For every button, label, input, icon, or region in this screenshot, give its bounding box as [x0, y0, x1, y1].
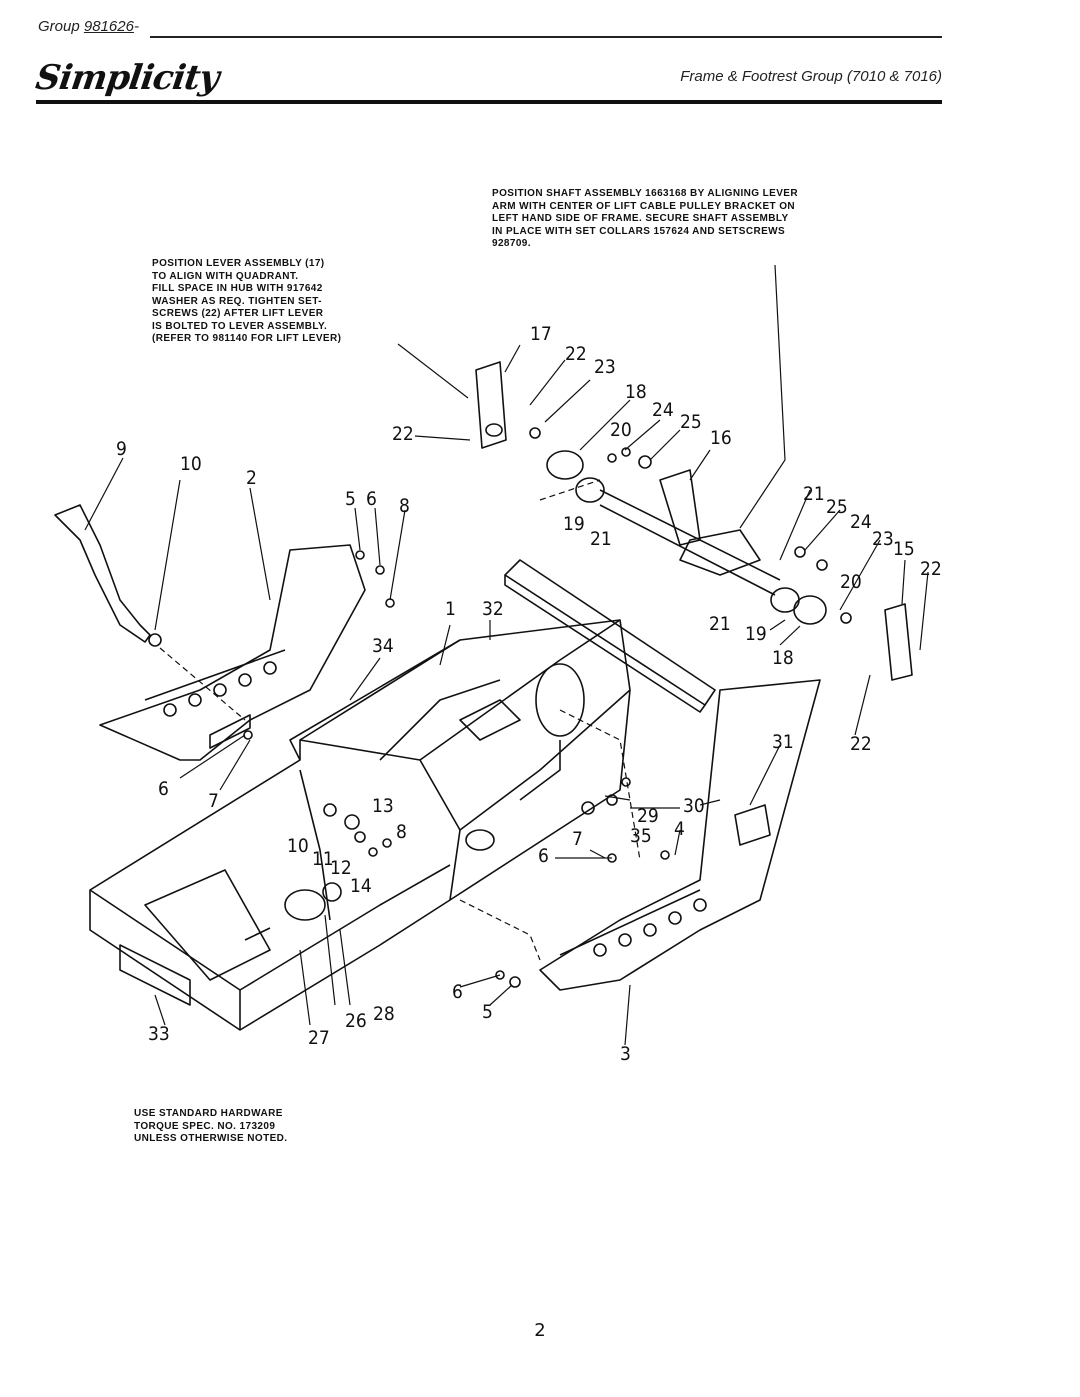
- callout-24: 24: [652, 399, 674, 421]
- group-prefix: Group: [38, 18, 80, 35]
- callout-20: 20: [610, 419, 632, 441]
- callout-30: 30: [683, 795, 705, 817]
- callout-22: 22: [850, 733, 872, 755]
- page-number: 2: [534, 1320, 546, 1341]
- callout-25: 25: [680, 411, 702, 433]
- callout-7: 7: [208, 790, 219, 812]
- callout-6: 6: [158, 778, 169, 800]
- page-title: Frame & Footrest Group (7010 & 7016): [680, 68, 942, 85]
- callout-18: 18: [772, 647, 794, 669]
- callout-3: 3: [620, 1043, 631, 1065]
- callout-10: 10: [180, 453, 202, 475]
- callout-22: 22: [392, 423, 414, 445]
- callout-25: 25: [826, 496, 848, 518]
- callout-28: 28: [373, 1003, 395, 1025]
- callout-8: 8: [396, 821, 407, 843]
- callout-labels: 17 22 23 18 24 25 20 16 22 9 10 2 5 6 8 …: [116, 323, 942, 1065]
- callout-7: 7: [572, 828, 583, 850]
- callout-31: 31: [772, 731, 794, 753]
- right-footrest: [539, 679, 821, 991]
- note-standard-hardware: USE STANDARD HARDWARE TORQUE SPEC. NO. 1…: [134, 1108, 288, 1144]
- callout-22: 22: [565, 343, 587, 365]
- callout-4: 4: [674, 818, 685, 840]
- note-shaft-position: POSITION SHAFT ASSEMBLY 1663168 BY ALIGN…: [492, 188, 798, 249]
- callout-1: 1: [445, 598, 456, 620]
- callout-23: 23: [594, 356, 616, 378]
- callout-9: 9: [116, 438, 127, 460]
- callout-6: 6: [538, 845, 549, 867]
- callout-19: 19: [563, 513, 585, 535]
- group-line: Group 981626-: [38, 18, 139, 35]
- callout-2: 2: [246, 467, 257, 489]
- lift-shaft-assembly: [546, 450, 827, 625]
- callout-13: 13: [372, 795, 394, 817]
- callout-20: 20: [840, 571, 862, 593]
- callout-16: 16: [710, 427, 732, 449]
- callout-19: 19: [745, 623, 767, 645]
- callout-11: 11: [312, 848, 334, 870]
- header-divider: [36, 100, 942, 104]
- callout-27: 27: [308, 1027, 330, 1049]
- callout-29: 29: [637, 805, 659, 827]
- note-lever-position: POSITION LEVER ASSEMBLY (17) TO ALIGN WI…: [152, 258, 342, 344]
- callout-32: 32: [482, 598, 504, 620]
- callout-33: 33: [148, 1023, 170, 1045]
- lever-assembly: [475, 361, 507, 449]
- callout-14: 14: [350, 875, 372, 897]
- callout-10: 10: [287, 835, 309, 857]
- callout-21: 21: [803, 483, 825, 505]
- callout-18: 18: [625, 381, 647, 403]
- callout-17: 17: [530, 323, 552, 345]
- callout-15: 15: [893, 538, 915, 560]
- callout-35: 35: [630, 825, 652, 847]
- hardware-parts: [243, 427, 852, 988]
- assembly-guides: [159, 479, 641, 961]
- callout-5: 5: [482, 1001, 493, 1023]
- callout-24: 24: [850, 511, 872, 533]
- callout-6: 6: [366, 488, 377, 510]
- callout-5: 5: [345, 488, 356, 510]
- callout-21: 21: [590, 528, 612, 550]
- front-crossmember: [504, 559, 716, 713]
- callout-22: 22: [920, 558, 942, 580]
- callout-6: 6: [452, 981, 463, 1003]
- header-rule: [150, 36, 942, 38]
- left-footrest: [99, 544, 366, 761]
- callout-34: 34: [372, 635, 394, 657]
- lift-pedal-arm: [54, 504, 162, 647]
- leader-lines: [84, 264, 929, 1046]
- group-number: 981626: [83, 18, 134, 35]
- callout-8: 8: [399, 495, 410, 517]
- callout-23: 23: [872, 528, 894, 550]
- callout-21: 21: [709, 613, 731, 635]
- main-frame: [89, 619, 631, 1031]
- callout-26: 26: [345, 1010, 367, 1032]
- right-lever: [884, 603, 913, 681]
- callout-12: 12: [330, 857, 352, 879]
